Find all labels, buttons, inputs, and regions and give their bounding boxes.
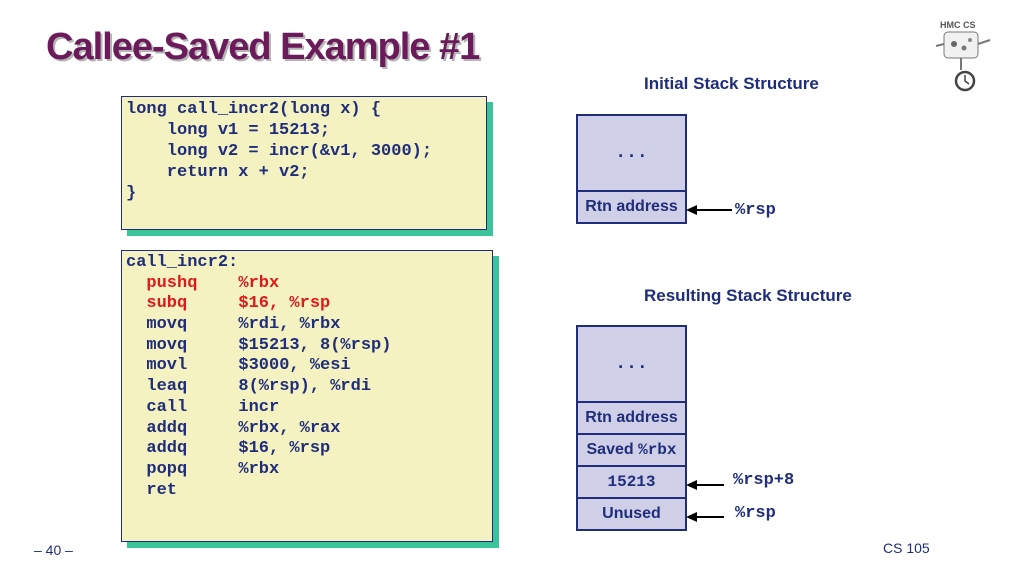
stack-cell-label: Rtn address (585, 409, 678, 426)
c-code-line: long call_incr2(long x) { (126, 100, 382, 119)
stack-cell-register: %rbx (638, 441, 677, 459)
arrow-left-icon (686, 480, 724, 490)
asm-opcode: addq (146, 418, 188, 438)
asm-opcode: leaq (146, 377, 188, 397)
initial-stack-rtn-cell: Rtn address (576, 190, 687, 224)
asm-instruction-row: ret (126, 481, 488, 502)
asm-instructions: pushq %rbx subq $16, %rsp movq %rdi, %rbx m… (126, 274, 488, 502)
asm-operands: 8(%rsp), %rdi (238, 377, 372, 397)
c-code-line: return x + v2; (126, 163, 310, 182)
resulting-stack-title: Resulting Stack Structure (644, 286, 852, 305)
arrow-left-icon (686, 512, 724, 522)
asm-instruction-row: addq %rbx, %rax (126, 419, 488, 440)
stack-cell-label: Unused (602, 505, 661, 522)
asm-operands: $3000, %esi (238, 356, 351, 376)
rsp-plus8-label: %rsp+8 (733, 471, 795, 490)
c-code-line: long v1 = 15213; (126, 121, 331, 140)
initial-stack-title: Initial Stack Structure (644, 74, 819, 93)
asm-instruction-row: movl $3000, %esi (126, 356, 488, 377)
slide-title: Callee-Saved Example #1 (46, 26, 480, 68)
asm-opcode: ret (146, 480, 178, 500)
asm-opcode: popq (146, 459, 188, 479)
c-code-line: long v2 = incr(&v1, 3000); (126, 142, 433, 161)
asm-instruction-row: call incr (126, 398, 488, 419)
arrow-left-icon (686, 205, 732, 215)
asm-operands: incr (238, 397, 280, 417)
resulting-rsp-label: %rsp (735, 504, 776, 523)
asm-instruction-row: leaq 8(%rsp), %rdi (126, 377, 488, 398)
resulting-stack-unused-cell: Unused (576, 497, 687, 531)
logo-icon: HMC CS (935, 20, 991, 92)
stack-cell-label: Saved (586, 441, 639, 458)
asm-label: call_incr2: (126, 253, 239, 272)
asm-instruction-row: addq $16, %rsp (126, 439, 488, 460)
asm-opcode: movq (146, 315, 188, 335)
asm-operands: $16, %rsp (238, 294, 331, 314)
resulting-stack-value-cell: 15213 (576, 465, 687, 499)
asm-operands: %rbx (238, 459, 280, 479)
hmc-cs-logo: HMC CS (932, 14, 998, 94)
asm-opcode: subq (146, 294, 188, 314)
logo-text: HMC CS (940, 20, 976, 30)
c-code-line: } (126, 184, 137, 203)
asm-code-box: call_incr2: pushq %rbx subq $16, %rsp movq… (121, 250, 493, 542)
asm-opcode: addq (146, 439, 188, 459)
stack-cell-label: ... (615, 354, 648, 374)
asm-operands: %rbx, %rax (238, 418, 341, 438)
stack-cell-label: Rtn address (585, 198, 678, 215)
asm-instruction-row: pushq %rbx (126, 274, 488, 295)
asm-opcode: movl (146, 356, 188, 376)
stack-cell-label: 15213 (607, 473, 656, 491)
asm-opcode: call (146, 397, 188, 417)
asm-instruction-row: subq $16, %rsp (126, 294, 488, 315)
asm-instruction-row: movq %rdi, %rbx (126, 315, 488, 336)
asm-instruction-row: movq $15213, 8(%rsp) (126, 336, 488, 357)
stack-cell-label: ... (615, 143, 648, 163)
asm-operands: $16, %rsp (238, 439, 331, 459)
asm-operands: %rbx (238, 273, 280, 293)
resulting-stack-dots-cell: ... (576, 325, 687, 403)
asm-operands: $15213, 8(%rsp) (238, 335, 392, 355)
asm-opcode: movq (146, 335, 188, 355)
resulting-stack-saved-cell: Saved %rbx (576, 433, 687, 467)
asm-instruction-row: popq %rbx (126, 460, 488, 481)
initial-rsp-label: %rsp (735, 201, 776, 220)
course-label: CS 105 (883, 540, 930, 556)
asm-opcode: pushq (146, 273, 198, 293)
initial-stack-dots-cell: ... (576, 114, 687, 192)
asm-operands: %rdi, %rbx (238, 315, 341, 335)
page-number: – 40 – (34, 542, 73, 558)
resulting-stack-rtn-cell: Rtn address (576, 401, 687, 435)
c-code-box: long call_incr2(long x) { long v1 = 1521… (121, 96, 487, 230)
